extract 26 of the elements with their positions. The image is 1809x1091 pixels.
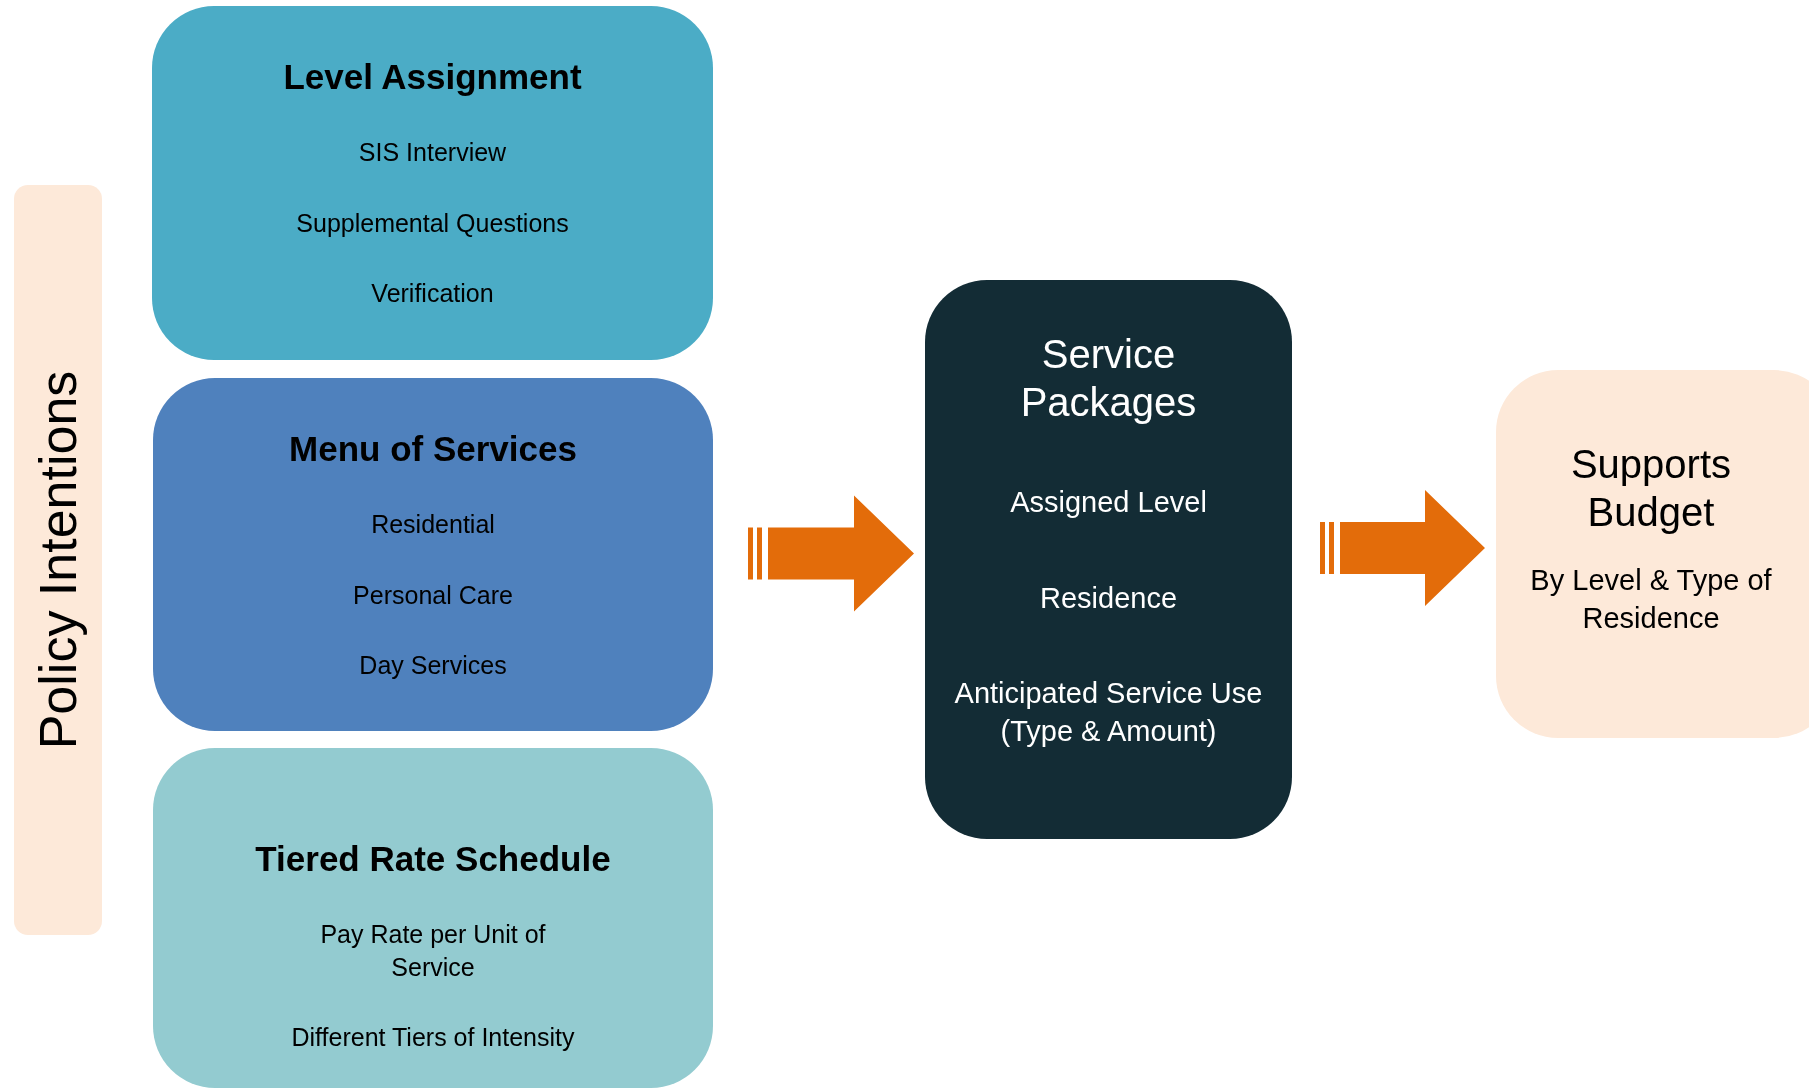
block-arrow (1320, 490, 1485, 606)
box-item: Assigned Level (1010, 485, 1207, 520)
box-item: Residence (1040, 580, 1177, 616)
side-band (14, 185, 102, 935)
rounded-box (1496, 370, 1809, 738)
box-title: Menu of Services (289, 428, 577, 470)
vertical-label: Policy Intentions (28, 370, 88, 750)
box-item: Anticipated Service Use (Type & Amount) (953, 676, 1264, 750)
block-arrow (748, 495, 914, 612)
box-item: Day Services (359, 650, 507, 681)
box-item: SIS Interview (358, 137, 507, 168)
box-item: By Level & Type of Residence (1529, 563, 1773, 636)
box-title: Tiered Rate Schedule (255, 838, 611, 880)
box-item: Residential (371, 509, 495, 540)
box-title: Supports Budget (1569, 441, 1733, 536)
box-item: Different Tiers of Intensity (291, 1022, 575, 1053)
rounded-box (153, 378, 713, 731)
rounded-box (153, 748, 713, 1088)
box-title: Level Assignment (283, 56, 582, 98)
box-item: Pay Rate per Unit of Service (319, 919, 547, 983)
box-item: Personal Care (353, 579, 513, 611)
box-item: Verification (371, 278, 494, 309)
box-title: Service Packages (1019, 331, 1198, 426)
rounded-box (152, 6, 713, 360)
box-item: Supplemental Questions (296, 207, 569, 239)
rounded-box (925, 280, 1292, 839)
